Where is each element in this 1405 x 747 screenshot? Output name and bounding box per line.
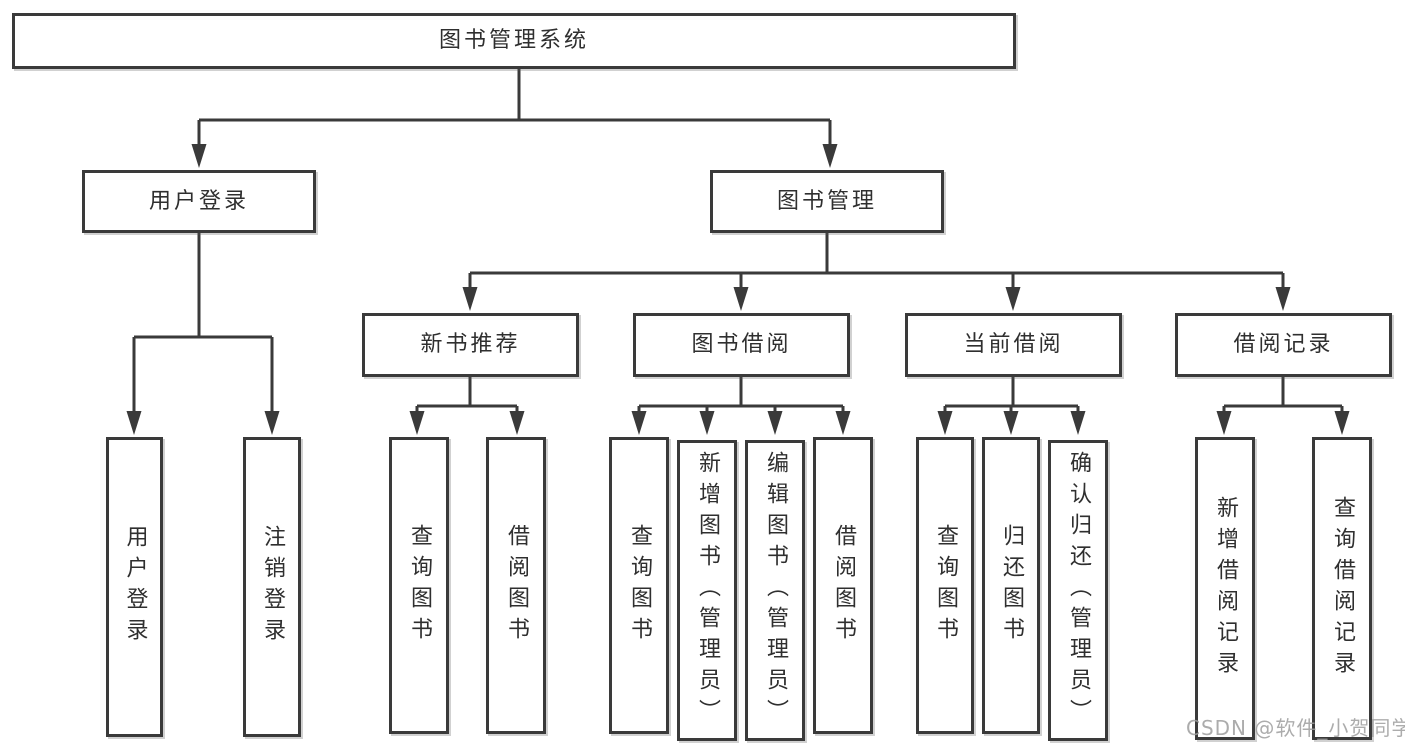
leaf-query-borrow-record: 查询借阅记录	[1312, 437, 1372, 740]
node-borrow-records: 借阅记录	[1175, 313, 1392, 377]
arrow-down-icon	[835, 411, 851, 435]
arrow-down-icon	[409, 411, 425, 435]
node-root-label: 图书管理系统	[438, 28, 589, 53]
node-current-borrow: 当前借阅	[905, 313, 1122, 377]
node-book-management-label: 图书管理	[776, 188, 877, 214]
leaf-borrow-books-newbooks-label: 借阅图书	[504, 523, 529, 648]
connector-records-to-leaves	[1222, 377, 1344, 418]
leaf-query-books-current: 查询图书	[916, 437, 974, 734]
leaf-logout: 注销登录	[243, 437, 301, 737]
arrow-down-icon	[1334, 411, 1350, 435]
connector-bookmgmt-to-level3	[468, 233, 1285, 294]
node-user-login-label: 用户登录	[148, 188, 249, 214]
connector-root-to-level2	[197, 69, 832, 150]
connector-userlogin-to-leaves	[132, 233, 274, 418]
arrow-down-icon	[733, 287, 749, 311]
leaf-return-book-label: 归还图书	[999, 523, 1024, 648]
leaf-confirm-return-admin-label: 确认归还（管理员）	[1066, 451, 1091, 730]
node-new-book-recommend-label: 新书推荐	[420, 332, 521, 357]
connector-bookborrow-to-leaves	[637, 377, 845, 418]
leaf-add-book-admin-label: 新增图书（管理员）	[695, 451, 720, 730]
arrow-down-icon	[1070, 411, 1086, 435]
arrow-down-icon	[1005, 287, 1021, 311]
node-borrow-records-label: 借阅记录	[1233, 332, 1334, 357]
leaf-add-borrow-record: 新增借阅记录	[1195, 437, 1255, 740]
leaf-query-books-borrow-label: 查询图书	[627, 523, 652, 648]
arrow-down-icon	[767, 411, 783, 435]
leaf-query-borrow-record-label: 查询借阅记录	[1330, 495, 1355, 682]
leaf-confirm-return-admin: 确认归还（管理员）	[1048, 440, 1108, 741]
leaf-edit-book-admin: 编辑图书（管理员）	[745, 440, 805, 741]
arrow-down-icon	[1216, 411, 1232, 435]
leaf-return-book: 归还图书	[982, 437, 1040, 734]
arrow-down-icon	[126, 411, 142, 435]
leaf-query-books-newbooks: 查询图书	[389, 437, 449, 734]
leaf-edit-book-admin-label: 编辑图书（管理员）	[763, 451, 788, 730]
leaf-logout-label: 注销登录	[260, 525, 285, 649]
leaf-borrow-books-borrow-label: 借阅图书	[831, 523, 856, 648]
node-current-borrow-label: 当前借阅	[963, 332, 1064, 357]
leaf-borrow-books-borrow: 借阅图书	[813, 437, 873, 734]
leaf-add-borrow-record-label: 新增借阅记录	[1213, 495, 1238, 682]
leaf-add-book-admin: 新增图书（管理员）	[677, 440, 737, 741]
arrow-down-icon	[509, 411, 525, 435]
leaf-user-login-label: 用户登录	[122, 525, 148, 649]
node-user-login: 用户登录	[82, 170, 316, 233]
leaf-borrow-books-newbooks: 借阅图书	[486, 437, 546, 734]
arrow-down-icon	[264, 411, 280, 435]
arrow-down-icon	[699, 411, 715, 435]
arrow-down-icon	[937, 411, 953, 435]
arrow-down-icon	[462, 287, 478, 311]
node-book-management: 图书管理	[710, 170, 944, 233]
arrow-down-icon	[1275, 287, 1291, 311]
connector-currentborrow-to-leaves	[943, 377, 1080, 418]
leaf-query-books-current-label: 查询图书	[933, 523, 958, 648]
leaf-user-login: 用户登录	[106, 437, 163, 737]
node-new-book-recommend: 新书推荐	[362, 313, 579, 377]
node-book-borrow-label: 图书借阅	[691, 332, 792, 357]
connector-newbooks-to-leaves	[415, 377, 519, 418]
arrow-down-icon	[822, 144, 838, 168]
leaf-query-books-newbooks-label: 查询图书	[407, 523, 432, 648]
arrow-down-icon	[1003, 411, 1019, 435]
node-root: 图书管理系统	[12, 13, 1016, 69]
watermark: CSDN @软件_小贺同学	[1186, 716, 1405, 740]
arrow-down-icon	[631, 411, 647, 435]
leaf-query-books-borrow: 查询图书	[609, 437, 669, 734]
node-book-borrow: 图书借阅	[633, 313, 850, 377]
arrow-down-icon	[191, 144, 207, 168]
